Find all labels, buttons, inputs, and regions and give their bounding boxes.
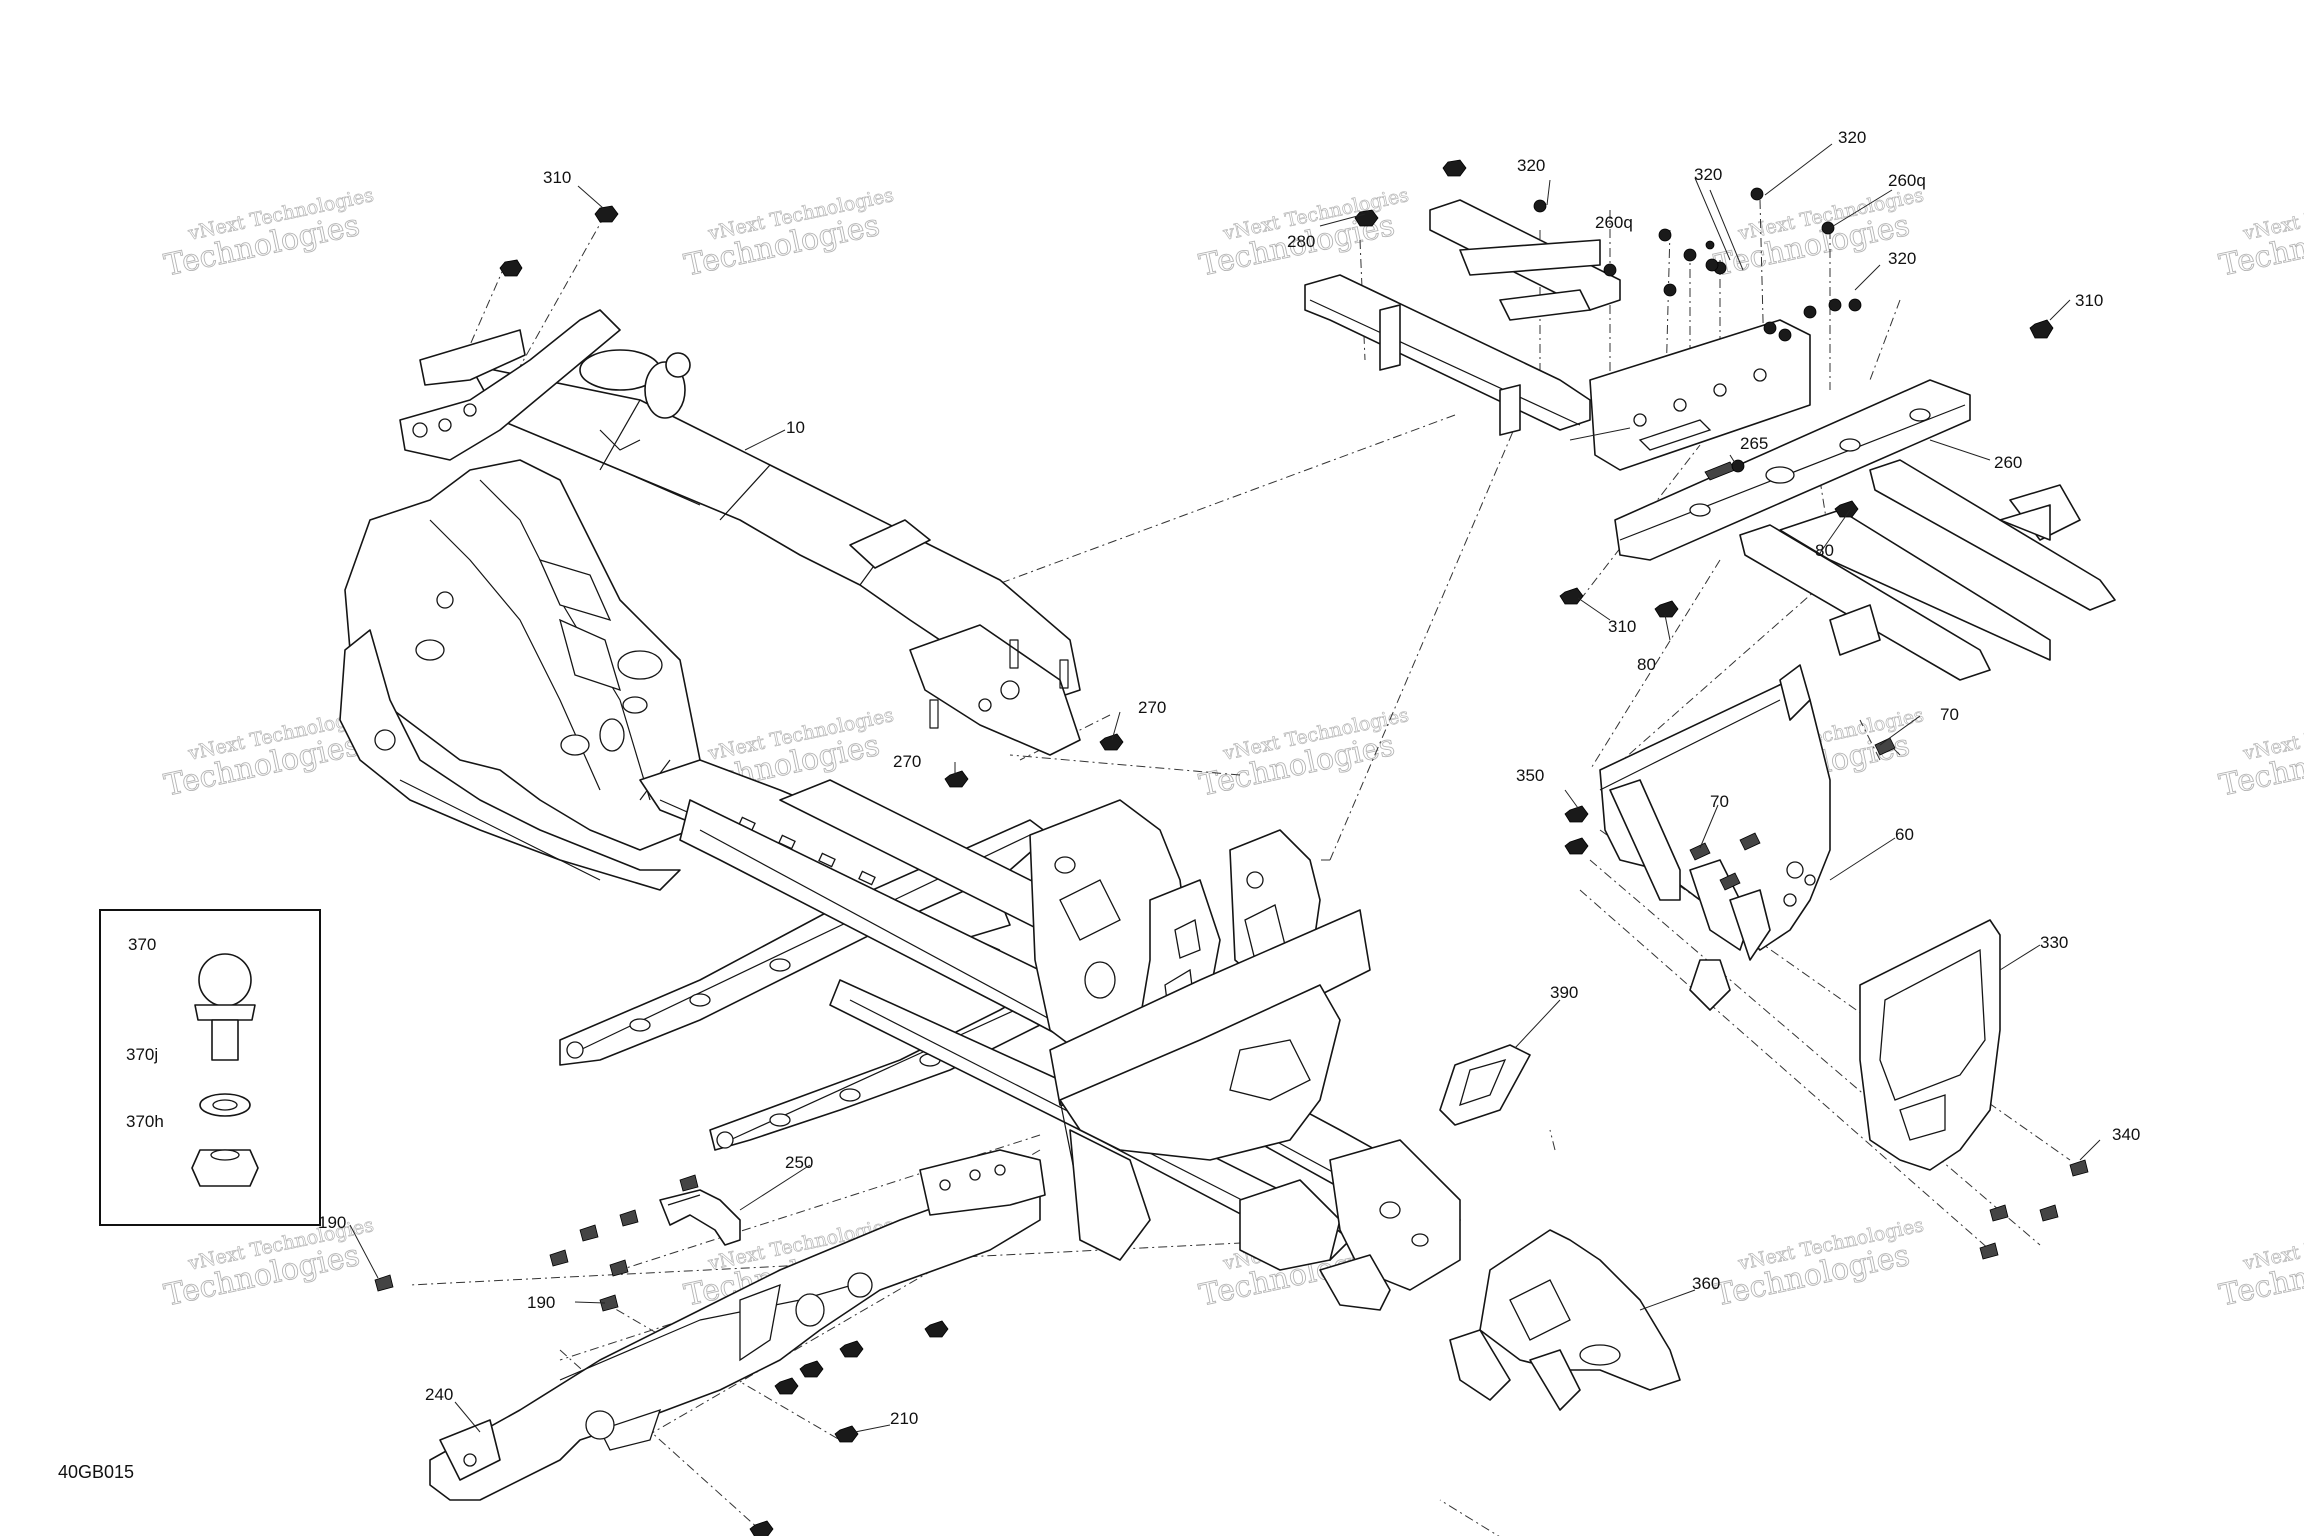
plate-330: [1859, 919, 2001, 1171]
plate-390: [1439, 1044, 1531, 1126]
leader-lines: [349, 143, 2101, 1433]
hitch-ball-inset: [99, 909, 321, 1226]
part-label-280: 280: [1287, 232, 1315, 251]
main-frame-assembly: [339, 309, 1461, 1311]
part-label-70: 70: [1710, 792, 1729, 811]
part-label-70: 70: [1940, 705, 1959, 724]
part-label-190: 190: [318, 1213, 346, 1232]
part-label-340: 340: [2112, 1125, 2140, 1144]
part-label-260q: 260q: [1888, 171, 1926, 190]
part-label-310: 310: [2075, 291, 2103, 310]
rear-subframe-260: [1304, 199, 2116, 681]
part-label-320: 320: [1888, 249, 1916, 268]
part-label-270: 270: [1138, 698, 1166, 717]
part-label-260q: 260q: [1595, 213, 1633, 232]
bracket-250: [659, 1189, 741, 1246]
part-label-265: 265: [1740, 434, 1768, 453]
bracket-360: [1449, 1229, 1681, 1411]
part-labels: 310 10 280 320 260q 320 320 260q 320 310…: [58, 128, 2140, 1482]
part-label-360: 360: [1692, 1274, 1720, 1293]
part-label-60: 60: [1895, 825, 1914, 844]
part-label-370: 370: [128, 935, 156, 954]
bracket-60: [1599, 664, 1831, 1011]
part-label-320: 320: [1517, 156, 1545, 175]
part-label-310: 310: [1608, 617, 1636, 636]
diagram-code: 40GB015: [58, 1462, 134, 1482]
part-label-390: 390: [1550, 983, 1578, 1002]
part-label-330: 330: [2040, 933, 2068, 952]
part-label-350: 350: [1516, 766, 1544, 785]
part-label-370j: 370j: [126, 1045, 158, 1064]
part-label-310: 310: [543, 168, 571, 187]
part-label-190: 190: [527, 1293, 555, 1312]
part-label-80: 80: [1815, 541, 1834, 560]
part-label-250: 250: [785, 1153, 813, 1172]
part-label-260: 260: [1994, 453, 2022, 472]
part-label-320: 320: [1694, 165, 1722, 184]
hardware: [374, 159, 2089, 1536]
part-label-210: 210: [890, 1409, 918, 1428]
part-label-10: 10: [786, 418, 805, 437]
part-label-240: 240: [425, 1385, 453, 1404]
part-label-80: 80: [1637, 655, 1656, 674]
swing-arm-240: [429, 1149, 1046, 1501]
part-label-370h: 370h: [126, 1112, 164, 1131]
part-label-270: 270: [893, 752, 921, 771]
part-label-320: 320: [1838, 128, 1866, 147]
